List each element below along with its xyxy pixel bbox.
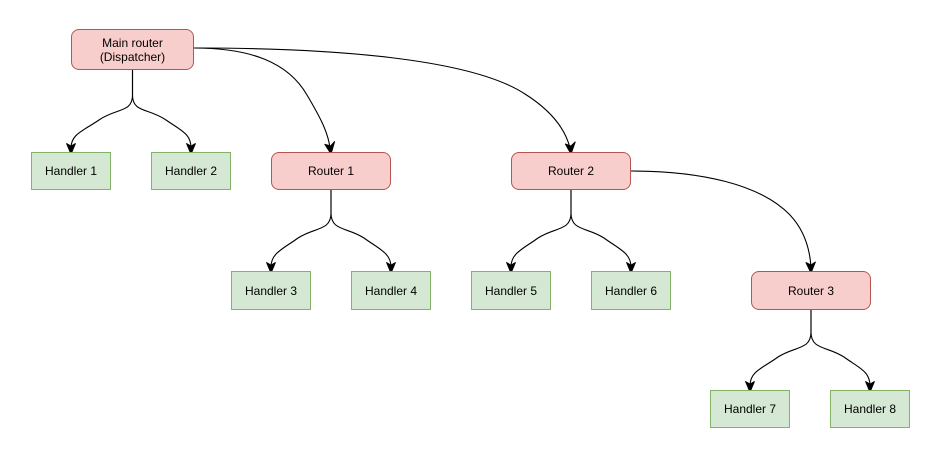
edge-router-1-to-handler-4 bbox=[330, 189, 396, 274]
edge-main-to-handler-2 bbox=[131, 69, 196, 155]
node-handler-1[interactable]: Handler 1 bbox=[31, 152, 111, 190]
node-router-2[interactable]: Router 2 bbox=[511, 152, 631, 190]
edge-router-2-to-router-3 bbox=[630, 170, 816, 274]
node-handler-4[interactable]: Handler 4 bbox=[351, 271, 431, 310]
edge-main-to-router-2 bbox=[193, 47, 576, 155]
node-router-3[interactable]: Router 3 bbox=[751, 271, 871, 310]
edge-main-to-router-1 bbox=[193, 47, 336, 155]
edge-main-to-handler-1 bbox=[66, 69, 134, 155]
node-main-router[interactable]: Main router (Dispatcher) bbox=[71, 29, 194, 70]
edge-router-2-to-handler-6 bbox=[570, 189, 636, 274]
node-handler-5[interactable]: Handler 5 bbox=[471, 271, 551, 310]
node-handler-7[interactable]: Handler 7 bbox=[710, 390, 790, 428]
node-router-1[interactable]: Router 1 bbox=[271, 152, 391, 190]
node-handler-3[interactable]: Handler 3 bbox=[231, 271, 311, 310]
node-handler-6[interactable]: Handler 6 bbox=[591, 271, 671, 310]
edge-router-1-to-handler-3 bbox=[266, 189, 332, 274]
edge-router-3-to-handler-7 bbox=[745, 309, 812, 393]
node-handler-2[interactable]: Handler 2 bbox=[151, 152, 231, 190]
edge-router-2-to-handler-5 bbox=[506, 189, 572, 274]
node-handler-8[interactable]: Handler 8 bbox=[830, 390, 910, 428]
edge-router-3-to-handler-8 bbox=[810, 309, 875, 393]
